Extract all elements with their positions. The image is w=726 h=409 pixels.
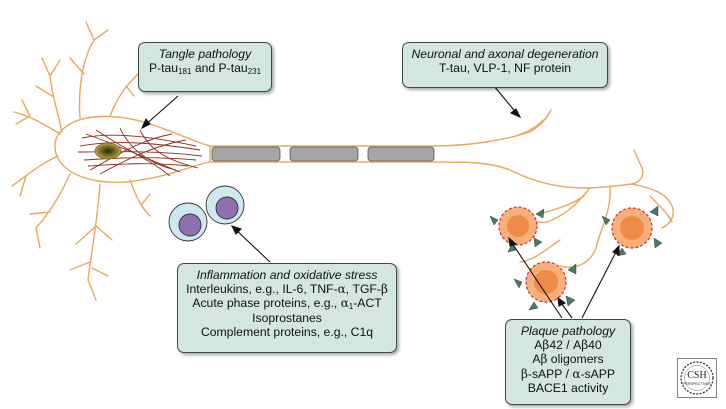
amyloid-plaque	[489, 206, 545, 253]
amyloid-plaque	[513, 261, 577, 311]
inflammation-title: Inflammation and oxidative stress	[196, 268, 378, 282]
plaque-line-bace1: BACE1 activity	[527, 380, 609, 395]
plaque-line-sapp: β-sAPP / α-sAPP	[520, 366, 616, 381]
neurofibrillary-tangle	[77, 127, 203, 177]
myelin-segment	[289, 146, 359, 162]
inflammation-line-isoprostanes: Isoprostanes	[252, 310, 322, 325]
myelin-segment	[211, 146, 281, 162]
plaque-pathology-box: Plaque pathology Aβ42 / Aβ40 Aβ oligomer…	[505, 319, 631, 405]
arrow-tangle	[143, 95, 179, 127]
arrow-plaque-1	[509, 239, 563, 319]
tangle-pathology-title: Tangle pathology	[158, 47, 252, 61]
immune-cell-nucleus	[178, 213, 202, 237]
tangle-pathology-markers: P-tau181 and P-tau231	[148, 61, 262, 77]
neuronal-degeneration-markers: T-tau, VLP-1, NF protein	[438, 61, 572, 76]
tangle-pathology-box: Tangle pathology P-tau181 and P-tau231	[138, 42, 272, 92]
pointer-arrows	[140, 85, 620, 319]
csh-perspectives-logo-icon: CSH PERSPECTIVES	[677, 358, 717, 398]
arrow-inflammation	[233, 227, 271, 263]
myelin-segment	[367, 146, 435, 162]
inflammation-line-complement: Complement proteins, e.g., C1q	[200, 324, 374, 339]
neuronal-degeneration-title: Neuronal and axonal degeneration	[411, 47, 599, 61]
logo-subtext: PERSPECTIVES	[683, 382, 711, 386]
cell-nucleus	[94, 142, 122, 160]
inflammation-box: Inflammation and oxidative stress Interl…	[177, 263, 397, 353]
plaque-line-abeta-ratio: Aβ42 / Aβ40	[534, 338, 602, 353]
immune-cell-nucleus	[215, 196, 239, 220]
logo-text: CSH	[687, 370, 706, 381]
arrow-plaque-3	[581, 247, 619, 319]
inflammation-line-acute-phase: Acute phase proteins, e.g., α1-ACT	[192, 296, 382, 312]
amyloid-plaque	[601, 205, 663, 257]
plaque-pathology-title: Plaque pathology	[520, 324, 616, 338]
myelin-sheath	[211, 146, 435, 162]
inflammatory-cells	[168, 185, 245, 242]
inflammation-line-interleukins: Interleukins, e.g., IL-6, TNF-α, TGF-β	[186, 282, 388, 297]
neuronal-degeneration-box: Neuronal and axonal degeneration T-tau, …	[402, 42, 608, 88]
plaque-line-oligomers: Aβ oligomers	[532, 352, 604, 367]
